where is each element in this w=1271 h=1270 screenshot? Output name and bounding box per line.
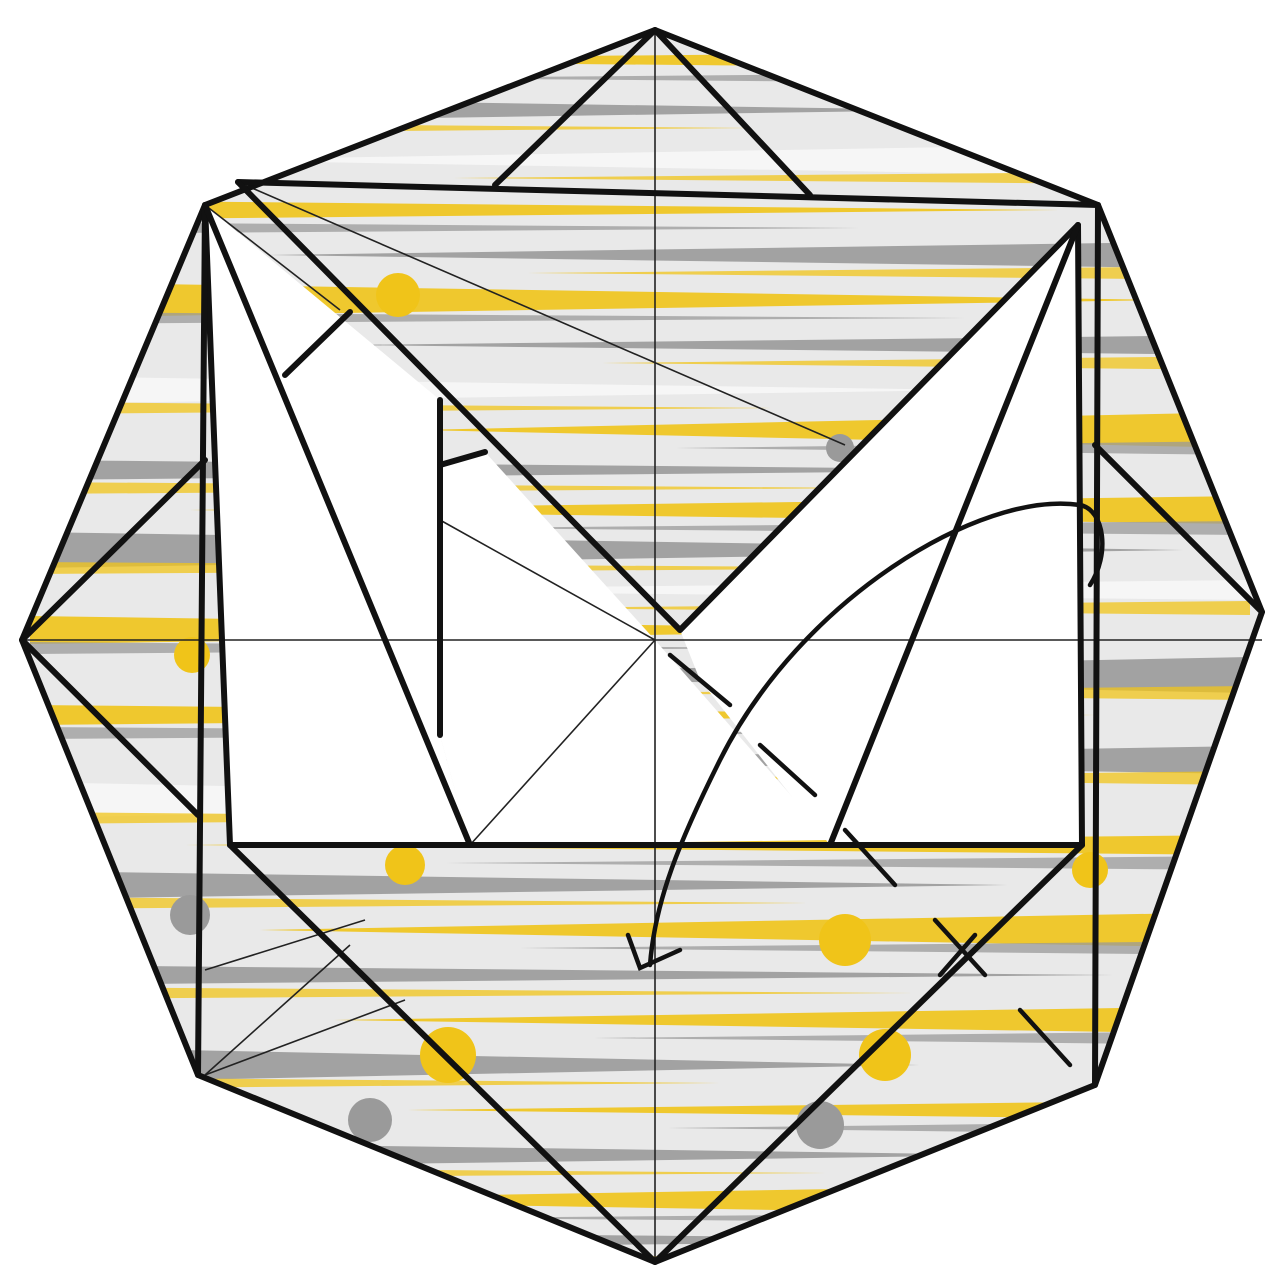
pattern-dot-9 [796,1101,844,1149]
right-outer-edge [1095,205,1098,1085]
pattern-dot-6 [1072,852,1108,888]
pattern-dot-2 [385,845,425,885]
pattern-dot-8 [348,1098,392,1142]
stripe-accent-0 [380,71,1250,85]
pattern-dot-1 [174,637,210,673]
stripe-accent-27 [30,1252,931,1264]
pattern-dot-0 [376,273,420,317]
right-inner-edge [1078,225,1082,845]
pattern-dot-7 [170,895,210,935]
pattern-dot-3 [819,914,871,966]
